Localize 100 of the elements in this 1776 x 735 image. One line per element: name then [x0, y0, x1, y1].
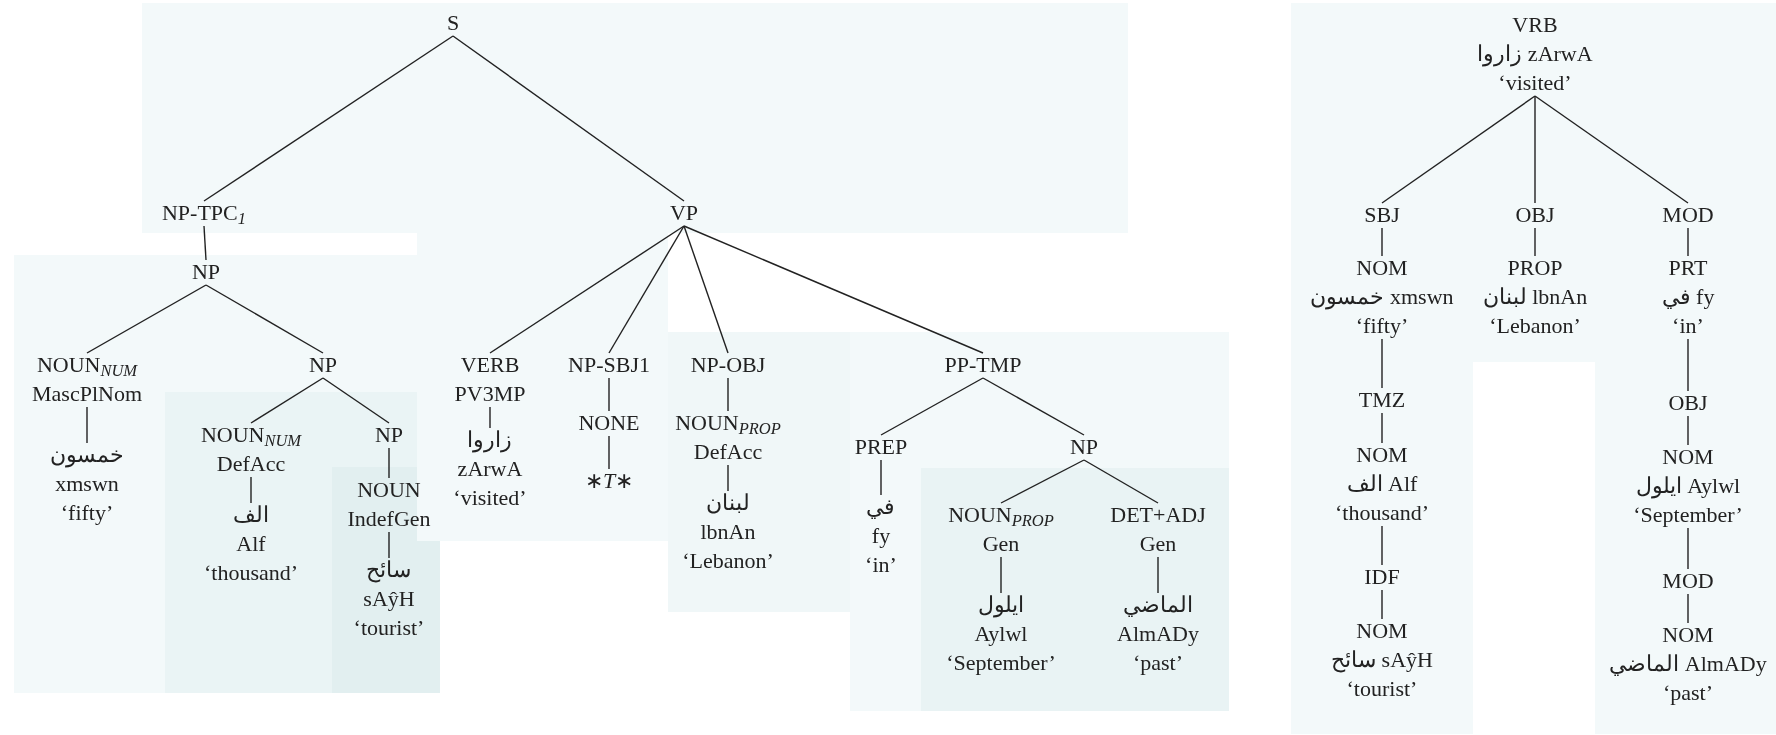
tree-node-label: سائح: [366, 556, 412, 584]
tree-branch: [1000, 459, 1085, 504]
tree-node-label: IDF: [1364, 563, 1400, 591]
tree-node-label: xmswn: [55, 470, 119, 498]
tree-node-label: خمسون xmswn: [1310, 283, 1454, 311]
tree-branch: [388, 447, 390, 479]
tree-branch: [1381, 412, 1383, 444]
tree-node-label: NOM: [1356, 617, 1408, 645]
tree-branch: [203, 225, 207, 261]
tree-branch: [250, 476, 252, 504]
tree-branch: [982, 377, 1085, 436]
tree-branch: [1381, 338, 1383, 389]
tree-node-label: S: [446, 9, 460, 37]
tree-node-label: AlmADy: [1117, 620, 1199, 648]
tree-node-label: fy: [871, 522, 891, 550]
tree-node-label: DET+ADJ: [1110, 501, 1206, 529]
tree-node-label: PV3MP: [454, 380, 526, 408]
tree-node-label: NP: [374, 421, 404, 449]
tree-node-label: الف: [233, 501, 269, 529]
tree-branch: [880, 377, 984, 436]
tree-node-label: ‘September’: [1633, 501, 1743, 529]
tree-node-label: OBJ: [1668, 389, 1708, 417]
tree-node-label: sAŷH: [363, 585, 415, 613]
tree-node-label: الماضي: [1123, 591, 1193, 619]
tree-node-label: VRB: [1512, 11, 1558, 39]
tree-branch: [608, 225, 685, 354]
tree-node-label: NP: [1069, 433, 1099, 461]
tree-node-label: PREP: [854, 433, 908, 461]
tree-node-label: NP: [191, 258, 221, 286]
tree-branch: [489, 406, 491, 429]
tree-node-label: IndefGen: [347, 505, 431, 533]
tree-node-label: الماضي AlmADy: [1609, 650, 1767, 678]
tree-branch: [1687, 593, 1689, 624]
tree-node-label: DefAcc: [693, 438, 763, 466]
tree-node-label: VERB: [460, 351, 520, 379]
tree-branch: [1687, 527, 1689, 570]
tree-node-label: ‘in’: [1672, 312, 1704, 340]
tree-node-label: خمسون: [50, 441, 124, 469]
tree-node-label: NOUN$_{PROP}$: [675, 409, 781, 437]
tree-branch: [1687, 338, 1689, 392]
tree-node-label: NP-TPC$_{1}$: [162, 199, 246, 227]
tree-branch: [1687, 415, 1689, 446]
tree-node-label: ‘thousand’: [1334, 499, 1430, 527]
tree-branch: [608, 377, 610, 412]
tree-branch: [250, 377, 324, 424]
tree-branch: [1000, 556, 1002, 594]
tree-node-label: NOUN$_{NUM}$: [36, 351, 138, 379]
tree-node-label: NOM: [1356, 441, 1408, 469]
tree-branch: [1381, 95, 1536, 204]
tree-branch: [86, 406, 88, 444]
tree-node-label: Aylwl: [974, 620, 1028, 648]
tree-node-label: الف Alf: [1346, 470, 1418, 498]
tree-node-label: MOD: [1662, 201, 1714, 229]
tree-branch: [683, 225, 729, 354]
tree-node-label: ∗T∗: [584, 467, 634, 495]
tree-branch: [1687, 227, 1689, 257]
tree-branch: [1381, 589, 1383, 620]
tree-node-label: لبنان: [706, 489, 750, 517]
tree-node-label: PROP: [1507, 254, 1563, 282]
tree-node-label: PRT: [1668, 254, 1708, 282]
tree-node-label: NP: [308, 351, 338, 379]
tree-node-label: ‘fifty’: [1355, 312, 1409, 340]
tree-node-label: في fy: [1661, 283, 1715, 311]
tree-node-label: ‘tourist’: [353, 614, 425, 642]
tree-branch: [86, 284, 207, 354]
tree-node-label: MascPlNom: [32, 380, 142, 408]
tree-node-label: MOD: [1662, 567, 1714, 595]
tree-branch: [880, 459, 882, 496]
tree-node-label: NOM: [1662, 621, 1714, 649]
tree-node-label: ‘past’: [1132, 649, 1184, 677]
tree-branch: [608, 435, 610, 470]
tree-node-label: ‘Lebanon’: [1489, 312, 1581, 340]
tree-branch: [1083, 459, 1159, 504]
tree-branch: [1534, 95, 1689, 204]
tree-node-label: lbnAn: [700, 518, 756, 546]
tree-node-label: VP: [669, 199, 699, 227]
tree-node-label: ‘tourist’: [1346, 675, 1418, 703]
tree-branch: [1157, 556, 1159, 594]
tree-branch: [1534, 95, 1536, 204]
tree-node-label: ايلول Aylwl: [1635, 472, 1741, 500]
tree-branch: [203, 35, 454, 202]
tree-node-label: ‘Lebanon’: [682, 547, 774, 575]
tree-node-label: NOM: [1662, 443, 1714, 471]
tree-node-label: SBJ: [1364, 201, 1400, 229]
tree-branch: [205, 284, 324, 354]
tree-node-label: ‘in’: [865, 551, 897, 579]
tree-branch: [452, 35, 685, 202]
tree-node-label: زاروا zArwA: [1477, 40, 1593, 68]
tree-node-label: DefAcc: [216, 450, 286, 478]
tree-node-label: لبنان lbnAn: [1482, 283, 1588, 311]
tree-node-label: PP-TMP: [944, 351, 1022, 379]
tree-branch: [1381, 227, 1383, 257]
tree-branch: [727, 377, 729, 412]
tree-node-label: سائح sAŷH: [1331, 646, 1433, 674]
tree-node-label: ‘visited’: [453, 484, 527, 512]
tree-node-label: ‘past’: [1662, 679, 1714, 707]
tree-branch: [683, 225, 984, 354]
tree-node-label: ‘fifty’: [60, 499, 114, 527]
tree-node-label: ايلول: [978, 591, 1024, 619]
tree-node-label: NP-OBJ: [690, 351, 766, 379]
